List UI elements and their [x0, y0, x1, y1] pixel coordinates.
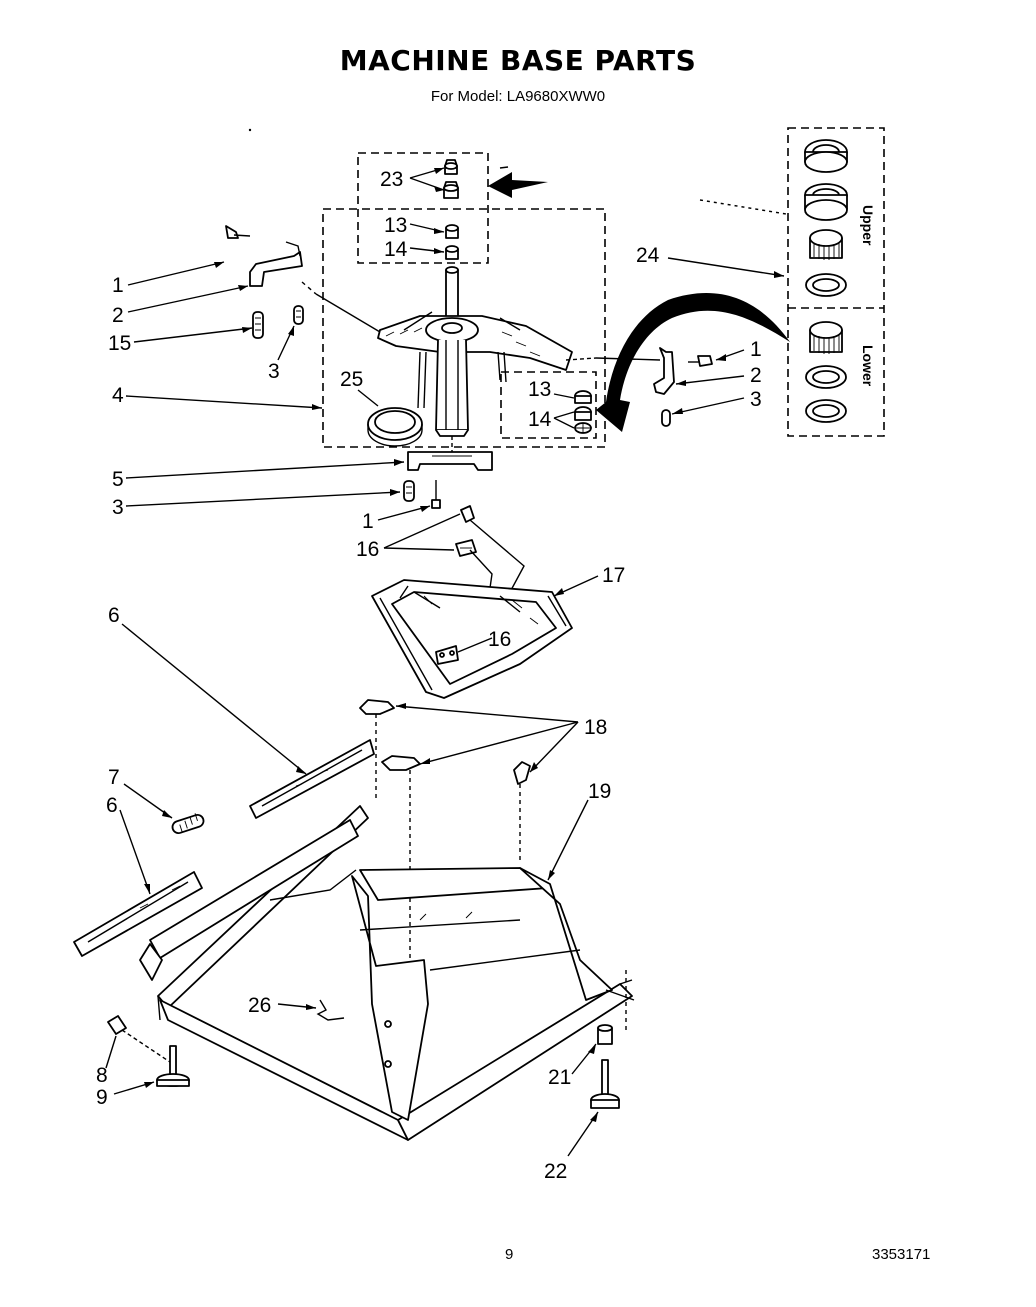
callout-17: 17: [602, 564, 625, 587]
bottom-bracket-5: [403, 436, 493, 509]
callout-24: 24: [636, 244, 660, 267]
snubber-brackets-18: [359, 699, 531, 960]
callout-3-right: 3: [750, 388, 762, 411]
left-bracket-hardware: [225, 225, 381, 339]
bearing-kit-box: [787, 127, 885, 437]
callout-13-top: 13: [384, 214, 407, 237]
callout-8: 8: [96, 1064, 108, 1087]
callout-6-lower: 6: [106, 794, 118, 817]
callout-13-sub: 13: [528, 378, 551, 401]
callout-15: 15: [108, 332, 131, 355]
callout-21: 21: [548, 1066, 571, 1089]
callout-25: 25: [340, 368, 363, 391]
seal-23-parts: [443, 159, 459, 260]
callout-9: 9: [96, 1086, 108, 1109]
callout-1-lower: 1: [362, 510, 374, 533]
callout-26: 26: [248, 994, 271, 1017]
upper-group-label: Upper: [860, 205, 876, 246]
callout-4: 4: [112, 384, 124, 407]
callout-1-right: 1: [750, 338, 762, 361]
document-number: 3353171: [872, 1246, 931, 1263]
leveling-leg-right: [590, 1024, 620, 1109]
callout-3-lower: 3: [112, 496, 124, 519]
callout-22: 22: [544, 1160, 567, 1183]
base-frame-19: [139, 805, 635, 1141]
sub-bearing-parts: [574, 390, 592, 434]
clip-26: [316, 999, 345, 1021]
callout-16-upper: 16: [356, 538, 379, 561]
callout-3-left: 3: [268, 360, 280, 383]
right-bracket-hardware: [565, 347, 713, 427]
bearing-subgroup-box: [500, 371, 597, 439]
leader-arrowheads: [144, 168, 784, 1122]
model-subtitle: For Model: LA9680XWW0: [430, 88, 606, 105]
page-title: MACHINE BASE PARTS: [339, 44, 697, 77]
callout-7: 7: [108, 766, 120, 789]
seal-direction-arrow: [488, 172, 548, 198]
rails-and-spring: [73, 739, 375, 957]
suspension-frame-17: [371, 579, 573, 699]
callout-23: 23: [380, 168, 403, 191]
callout-2-left: 2: [112, 304, 124, 327]
callout-19: 19: [588, 780, 611, 803]
page-number: 9: [505, 1246, 514, 1263]
seal-ring-25: [367, 407, 423, 447]
callout-18: 18: [584, 716, 607, 739]
speck: [248, 128, 252, 132]
install-direction-arrow: [596, 293, 790, 432]
callout-1-left: 1: [112, 274, 124, 297]
callout-14-top: 14: [384, 238, 408, 261]
transmission-assembly: [377, 266, 573, 437]
upper-bearing-set: [804, 139, 848, 297]
leveling-leg-left: [107, 1015, 190, 1087]
seal-group-box: [357, 152, 489, 264]
callout-14-sub: 14: [528, 408, 552, 431]
seal-arrow-mark: [499, 166, 509, 169]
lower-bearing-set: [805, 321, 847, 423]
kit-leader-dotted: [699, 199, 787, 215]
lower-group-label: Lower: [860, 345, 876, 387]
callout-6-upper: 6: [108, 604, 120, 627]
callout-2-right: 2: [750, 364, 762, 387]
callout-16-lower: 16: [488, 628, 511, 651]
callout-5: 5: [112, 468, 124, 491]
